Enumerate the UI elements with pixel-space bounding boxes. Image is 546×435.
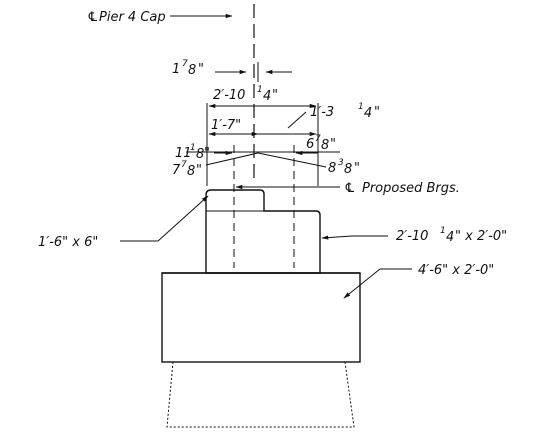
dim-row-upper: 11 1 8 " 6 7 8 " <box>175 134 340 162</box>
svg-text:": " <box>330 137 336 152</box>
svg-text:4: 4 <box>364 106 372 121</box>
base-block <box>161 272 361 363</box>
svg-text:7: 7 <box>315 134 321 144</box>
centerline-symbol: ℄ <box>87 10 99 25</box>
svg-text:3: 3 <box>338 158 344 168</box>
dim-row-lower: 7 7 8 " 8 3 8 " <box>172 152 360 179</box>
proposed-brgs-label: ℄ Proposed Brgs. <box>235 181 460 196</box>
svg-text:4: 4 <box>446 230 454 245</box>
svg-text:8: 8 <box>321 138 329 153</box>
pier-cap-label: ℄ Pier 4 Cap <box>87 10 233 25</box>
svg-text:1: 1 <box>190 143 196 153</box>
svg-text:℄: ℄ <box>344 181 356 196</box>
svg-text:8: 8 <box>187 164 195 179</box>
pier-cap-text: Pier 4 Cap <box>99 10 166 25</box>
svg-text:7: 7 <box>182 59 188 69</box>
dim-1-3-1-4: 1′-3 1 4 " <box>287 102 380 129</box>
svg-text:1′-3: 1′-3 <box>310 105 334 120</box>
svg-text:7: 7 <box>172 163 181 178</box>
svg-text:": " <box>354 161 360 176</box>
dim-2-10-1-4: 2′-10 1 4 " <box>206 85 319 186</box>
svg-text:2′-10: 2′-10 <box>396 229 428 244</box>
svg-text:8: 8 <box>344 162 352 177</box>
svg-text:Proposed Brgs.: Proposed Brgs. <box>362 181 460 196</box>
pier-column-outline <box>166 361 355 428</box>
middle-block <box>205 189 321 274</box>
svg-text:8: 8 <box>188 63 196 78</box>
svg-text:2′-10: 2′-10 <box>213 88 245 103</box>
svg-text:": " <box>196 163 202 178</box>
svg-text:1′-6" x 6": 1′-6" x 6" <box>38 235 98 250</box>
svg-text:1: 1 <box>172 62 180 77</box>
svg-text:": " <box>204 146 210 161</box>
svg-text:1: 1 <box>440 226 446 236</box>
svg-text:4: 4 <box>263 89 271 104</box>
dim-1-7: 1′-7" <box>208 118 317 137</box>
small-block-label: 1′-6" x 6" <box>38 195 209 250</box>
svg-text:8: 8 <box>196 147 204 162</box>
middle-block-label: 2′-10 1 4 " x 2′-0" <box>321 226 507 245</box>
svg-text:": " <box>272 88 278 103</box>
svg-text:1′-7": 1′-7" <box>211 118 241 133</box>
svg-text:7: 7 <box>181 160 187 170</box>
svg-text:" x 2′-0": " x 2′-0" <box>455 229 507 244</box>
svg-text:": " <box>374 105 380 120</box>
svg-text:1: 1 <box>358 102 364 112</box>
svg-text:": " <box>198 62 204 77</box>
svg-text:6: 6 <box>306 137 314 152</box>
svg-text:4′-6" x 2′-0": 4′-6" x 2′-0" <box>418 263 494 278</box>
svg-text:11: 11 <box>175 146 192 161</box>
base-block-label: 4′-6" x 2′-0" <box>343 263 494 299</box>
svg-text:1: 1 <box>257 85 263 95</box>
svg-text:8: 8 <box>328 161 336 176</box>
dim-1-7-8: 1 7 8 " <box>172 59 292 82</box>
